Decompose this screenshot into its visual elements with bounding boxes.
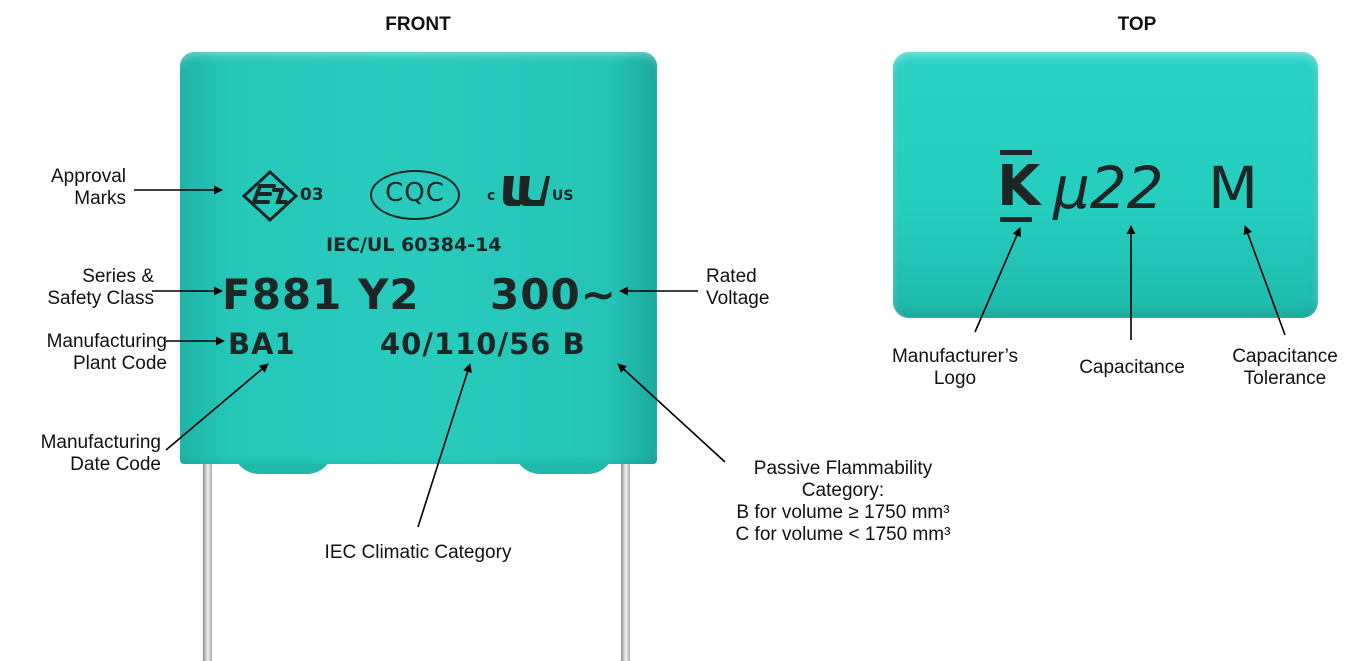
date-code-arrow <box>165 363 269 451</box>
logo-overbar <box>1000 150 1032 155</box>
climatic-category-marking: 40/110/56 B <box>380 327 586 361</box>
capacitance-marking: μ22 <box>1053 154 1164 222</box>
logo-underbar <box>1000 217 1032 222</box>
enec-approval-mark-icon <box>241 169 299 223</box>
rated-voltage-marking: 300~ <box>490 270 617 319</box>
label-series-safety-class: Series & Safety Class <box>47 266 154 309</box>
standard-marking: IEC/UL 60384-14 <box>326 234 502 256</box>
ul-mark-prefix: c <box>487 188 496 204</box>
left-lead-wire <box>203 455 212 661</box>
enec-mark-number: 03 <box>300 185 324 205</box>
series-safety-class-marking: F881 Y2 <box>222 270 420 319</box>
climatic-arrow <box>417 363 472 528</box>
top-capacitor-body <box>893 52 1318 318</box>
label-rated-voltage: Rated Voltage <box>706 266 770 309</box>
flammability-arrow <box>617 363 726 463</box>
top-view-title: TOP <box>1117 14 1157 35</box>
plant-code-marking: BA1 <box>228 327 296 361</box>
ul-mark-suffix: US <box>552 188 574 204</box>
ul-recognized-mark-icon <box>502 176 550 206</box>
front-view-title: FRONT <box>385 14 451 35</box>
label-flammability-category: Passive Flammability Category: B for vol… <box>735 458 951 545</box>
manufacturer-logo-marking: K <box>997 154 1041 219</box>
label-capacitance-tolerance: Capacitance Tolerance <box>1232 346 1338 389</box>
label-approval-marks: Approval Marks <box>51 166 126 209</box>
cqc-mark-text: CQC <box>385 178 445 208</box>
label-capacitance: Capacitance <box>1079 357 1185 378</box>
tolerance-arrow <box>1243 225 1286 336</box>
label-plant-code: Manufacturing Plant Code <box>46 331 167 374</box>
label-climatic-category: IEC Climatic Category <box>324 542 512 563</box>
label-date-code: Manufacturing Date Code <box>40 432 161 475</box>
label-manufacturer-logo: Manufacturer’s Logo <box>891 346 1019 389</box>
tolerance-marking: M <box>1208 154 1259 222</box>
logo-arrow <box>974 227 1021 333</box>
cqc-mark-ring <box>370 170 460 220</box>
front-capacitor-body <box>180 52 657 464</box>
right-lead-wire <box>621 455 630 661</box>
